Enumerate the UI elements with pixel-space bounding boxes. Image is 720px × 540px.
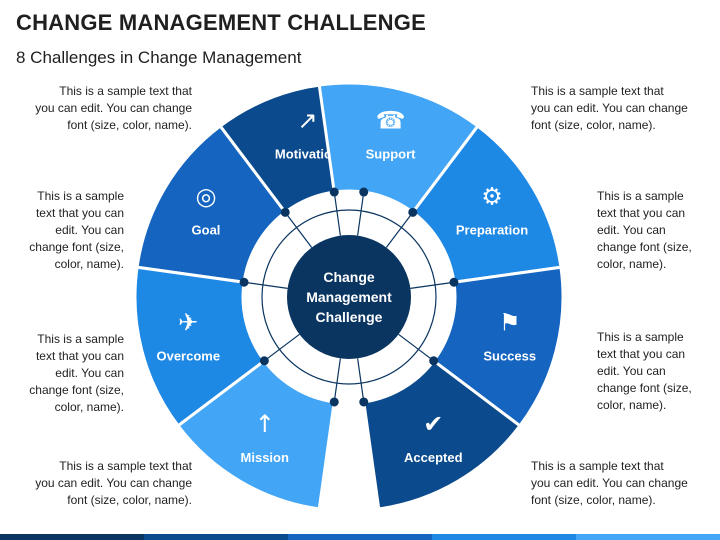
connector-dot bbox=[449, 277, 459, 287]
connector-line bbox=[357, 191, 365, 236]
page-subtitle: 8 Challenges in Change Management bbox=[16, 48, 302, 67]
segment-accepted-label: Accepted bbox=[404, 450, 463, 465]
connector-line bbox=[333, 191, 341, 236]
bottom-bar-stripe bbox=[576, 534, 720, 540]
description-mission: This is a sample text that you can edit.… bbox=[35, 459, 192, 507]
connector-line bbox=[410, 281, 455, 289]
segment-overcome-shape bbox=[133, 265, 267, 428]
connector-dot bbox=[280, 207, 290, 217]
description-goal: This is a sample text that you can edit.… bbox=[29, 189, 124, 271]
segment-accepted-shape bbox=[362, 358, 523, 511]
segment-accepted: ✔ Accepted bbox=[362, 358, 523, 511]
segment-mission-label: Mission bbox=[241, 450, 289, 465]
connector-line bbox=[398, 333, 435, 362]
planning-icon: ⚙ bbox=[481, 183, 503, 211]
connector-dot bbox=[429, 356, 439, 366]
segment-success-label: Success bbox=[483, 349, 536, 364]
connector-dot bbox=[329, 187, 339, 197]
segment-goal-shape bbox=[135, 123, 288, 284]
connector-line bbox=[357, 358, 365, 403]
description-accepted: This is a sample text that you can edit.… bbox=[531, 459, 688, 507]
hurdle-jump-icon: ✈ bbox=[178, 309, 198, 337]
segment-support-label: Support bbox=[366, 146, 416, 161]
target-icon: ◎ bbox=[195, 183, 216, 211]
segment-support: ☎ Support bbox=[317, 81, 480, 215]
description-overcome: This is a sample text that you can edit.… bbox=[29, 332, 124, 414]
description-motivation: This is a sample text that you can edit.… bbox=[35, 84, 192, 132]
connector-line bbox=[333, 358, 341, 403]
bottom-bar-stripe bbox=[432, 534, 576, 540]
center-circle bbox=[287, 235, 411, 359]
page-title: CHANGE MANAGEMENT CHALLENGE bbox=[16, 10, 426, 35]
connector-line bbox=[263, 333, 300, 362]
segment-preparation-label: Preparation bbox=[456, 223, 528, 238]
bottom-bar-stripe bbox=[0, 534, 144, 540]
segment-overcome-label: Overcome bbox=[156, 349, 220, 364]
connector-dot bbox=[408, 207, 418, 217]
segment-goal-label: Goal bbox=[192, 223, 221, 238]
segment-mission: ↑ Mission bbox=[175, 358, 336, 511]
connector-line bbox=[385, 211, 414, 248]
bottom-bar-stripe bbox=[144, 534, 288, 540]
bottom-color-bar bbox=[0, 534, 720, 540]
segment-goal: ◎ Goal bbox=[135, 123, 288, 284]
stairs-climb-icon: ↗ bbox=[297, 106, 317, 134]
connector-line bbox=[243, 281, 288, 289]
summit-flag-icon: ⚑ bbox=[499, 309, 521, 337]
user-check-icon: ✔ bbox=[423, 410, 443, 438]
connector-dot bbox=[359, 397, 369, 407]
description-success: This is a sample text that you can edit.… bbox=[597, 330, 692, 412]
segment-mission-shape bbox=[175, 358, 336, 511]
segment-success: ⚑ Success bbox=[431, 265, 565, 428]
center-label-line-1: Change bbox=[323, 269, 375, 285]
segment-motivation-label: Motivation bbox=[275, 146, 340, 161]
connector-dot bbox=[239, 277, 249, 287]
connector-dot bbox=[359, 187, 369, 197]
inner-ring bbox=[261, 209, 437, 385]
center-label-line-2: Management bbox=[306, 289, 392, 305]
description-preparation: This is a sample text that you can edit.… bbox=[597, 189, 692, 271]
connector-dot bbox=[259, 356, 269, 366]
rocket-icon: ↑ bbox=[255, 410, 275, 438]
connector-line bbox=[284, 211, 313, 248]
segment-overcome: ✈ Overcome bbox=[133, 265, 267, 428]
bottom-bar-stripe bbox=[288, 534, 432, 540]
center-label-line-3: Challenge bbox=[316, 309, 383, 325]
description-support: This is a sample text that you can edit.… bbox=[531, 84, 688, 132]
connector-dot bbox=[329, 397, 339, 407]
headset-support-icon: ☎ bbox=[376, 106, 406, 134]
